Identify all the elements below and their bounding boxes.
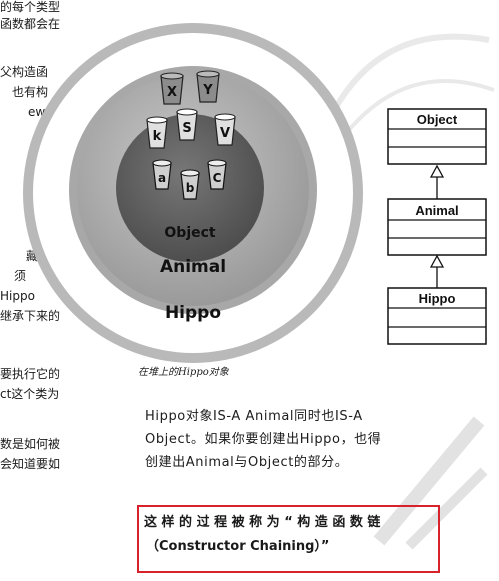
cup-label-a: a bbox=[158, 171, 166, 185]
paragraph-line: 创建出Animal与Object的部分。 bbox=[145, 455, 349, 470]
left-text-line: 会知道要如 bbox=[0, 457, 61, 471]
highlight-line: （Constructor Chaining）” bbox=[146, 539, 330, 554]
cup-b-icon: b bbox=[180, 169, 200, 200]
left-text-line: 数是如何被 bbox=[0, 437, 61, 451]
uml-class-hippo: Hippo bbox=[387, 287, 487, 345]
cup-label-s: S bbox=[182, 121, 191, 136]
uml-inheritance-arrow-icon bbox=[429, 254, 445, 288]
constructor-chaining-highlight: 这 样 的 过 程 被 称 为 “ 构 造 函 数 链 （Constructor… bbox=[137, 505, 440, 573]
uml-class-diagram: Object Animal Hippo bbox=[387, 108, 487, 345]
cup-y-icon: Y bbox=[196, 70, 220, 103]
background-decoration-2 bbox=[373, 416, 488, 550]
explanation-paragraph: Hippo对象IS-A Animal同时也IS-A Object。如果你要创建出… bbox=[145, 405, 465, 474]
left-text-line: 继承下来的 bbox=[0, 309, 61, 323]
uml-class-hippo-name: Hippo bbox=[419, 291, 456, 306]
cup-a-icon: a bbox=[152, 159, 172, 190]
left-text-line: ct这个类为 bbox=[0, 387, 60, 401]
left-text-line: Hippo bbox=[0, 289, 35, 303]
figure-caption: 在堆上的Hippo对象 bbox=[138, 367, 229, 378]
heap-object-diagram: X Y k S V a b C Object Animal Hippo bbox=[23, 23, 363, 363]
cup-label-x: X bbox=[167, 85, 177, 100]
cup-v-icon: V bbox=[214, 113, 236, 146]
cup-x-icon: X bbox=[160, 72, 184, 105]
uml-class-animal-name: Animal bbox=[415, 203, 458, 218]
left-text-line: 也有构 bbox=[12, 85, 49, 99]
cup-label-c: C bbox=[213, 171, 222, 185]
hippo-ring-label: Hippo bbox=[165, 303, 221, 323]
cup-label-v: V bbox=[220, 126, 230, 141]
left-text-line: 要执行它的 bbox=[0, 367, 61, 381]
left-text-line: 须 bbox=[14, 269, 27, 283]
cup-label-b: b bbox=[186, 181, 195, 195]
object-ring-label: Object bbox=[164, 225, 216, 241]
uml-class-object-name: Object bbox=[417, 112, 458, 127]
background-decoration bbox=[326, 33, 495, 132]
cup-k-icon: k bbox=[146, 116, 168, 149]
cup-label-k: k bbox=[153, 129, 162, 144]
paragraph-line: Object。如果你要创建出Hippo，也得 bbox=[145, 432, 382, 447]
animal-ring-label: Animal bbox=[160, 257, 226, 277]
left-text-line: 的每个类型 bbox=[0, 0, 61, 14]
uml-class-object: Object bbox=[387, 108, 487, 165]
uml-inheritance-arrow-icon bbox=[429, 164, 445, 199]
left-text-line: 函数都会在 bbox=[0, 17, 61, 31]
cup-label-y: Y bbox=[202, 83, 213, 98]
cup-c-icon: C bbox=[207, 159, 227, 190]
left-text-line: 父构造函 bbox=[0, 65, 49, 79]
highlight-line: 这 样 的 过 程 被 称 为 “ 构 造 函 数 链 bbox=[144, 515, 381, 530]
uml-class-animal: Animal bbox=[387, 198, 487, 256]
paragraph-line: Hippo对象IS-A Animal同时也IS-A bbox=[145, 409, 363, 424]
cup-s-icon: S bbox=[176, 108, 198, 141]
